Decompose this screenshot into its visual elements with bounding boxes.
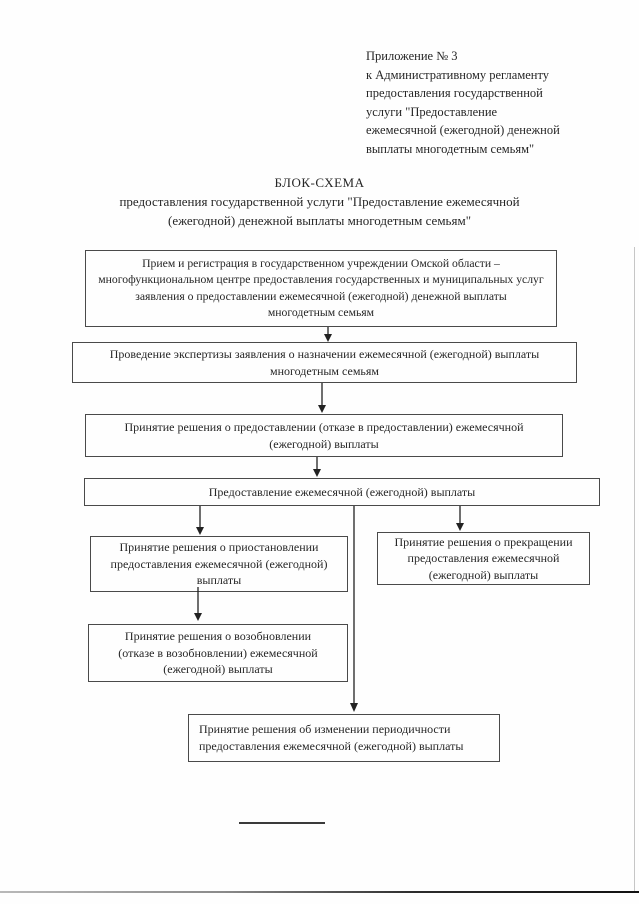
flowchart-box-resumption: Принятие решения о возобновлении (отказе… xyxy=(88,624,348,682)
scan-bottom-edge xyxy=(0,891,639,893)
connector-reception-expertise xyxy=(324,327,332,342)
flowchart-box-provision: Предоставление ежемесячной (ежегодной) в… xyxy=(84,478,600,506)
flowchart-box-termination: Принятие решения о прекращении предостав… xyxy=(377,532,590,585)
connector-expertise-grant-decision xyxy=(318,383,326,413)
connector-provision-suspension xyxy=(196,506,204,535)
connector-grant-decision-provision xyxy=(313,457,321,477)
flowchart-box-suspension: Принятие решения о приостановлении предо… xyxy=(90,536,348,592)
connector-suspension-resumption xyxy=(194,587,202,621)
footer-separator-line xyxy=(239,822,325,824)
connector-provision-periodicity-change xyxy=(350,506,358,712)
flowchart-box-grant-decision: Принятие решения о предоставлении (отказ… xyxy=(85,414,563,457)
flowchart-box-expertise: Проведение экспертизы заявления о назнач… xyxy=(72,342,577,383)
scan-right-edge xyxy=(634,247,635,892)
document-title: БЛОК-СХЕМА xyxy=(274,175,365,190)
flowchart-box-reception: Прием и регистрация в государственном уч… xyxy=(85,250,557,327)
document-subtitle: предоставления государственной услуги "П… xyxy=(119,194,520,228)
appendix-header-note: Приложение № 3 к Административному регла… xyxy=(366,49,560,156)
connector-provision-termination xyxy=(456,506,464,531)
flowchart-box-periodicity-change: Принятие решения об изменении периодично… xyxy=(188,714,500,762)
